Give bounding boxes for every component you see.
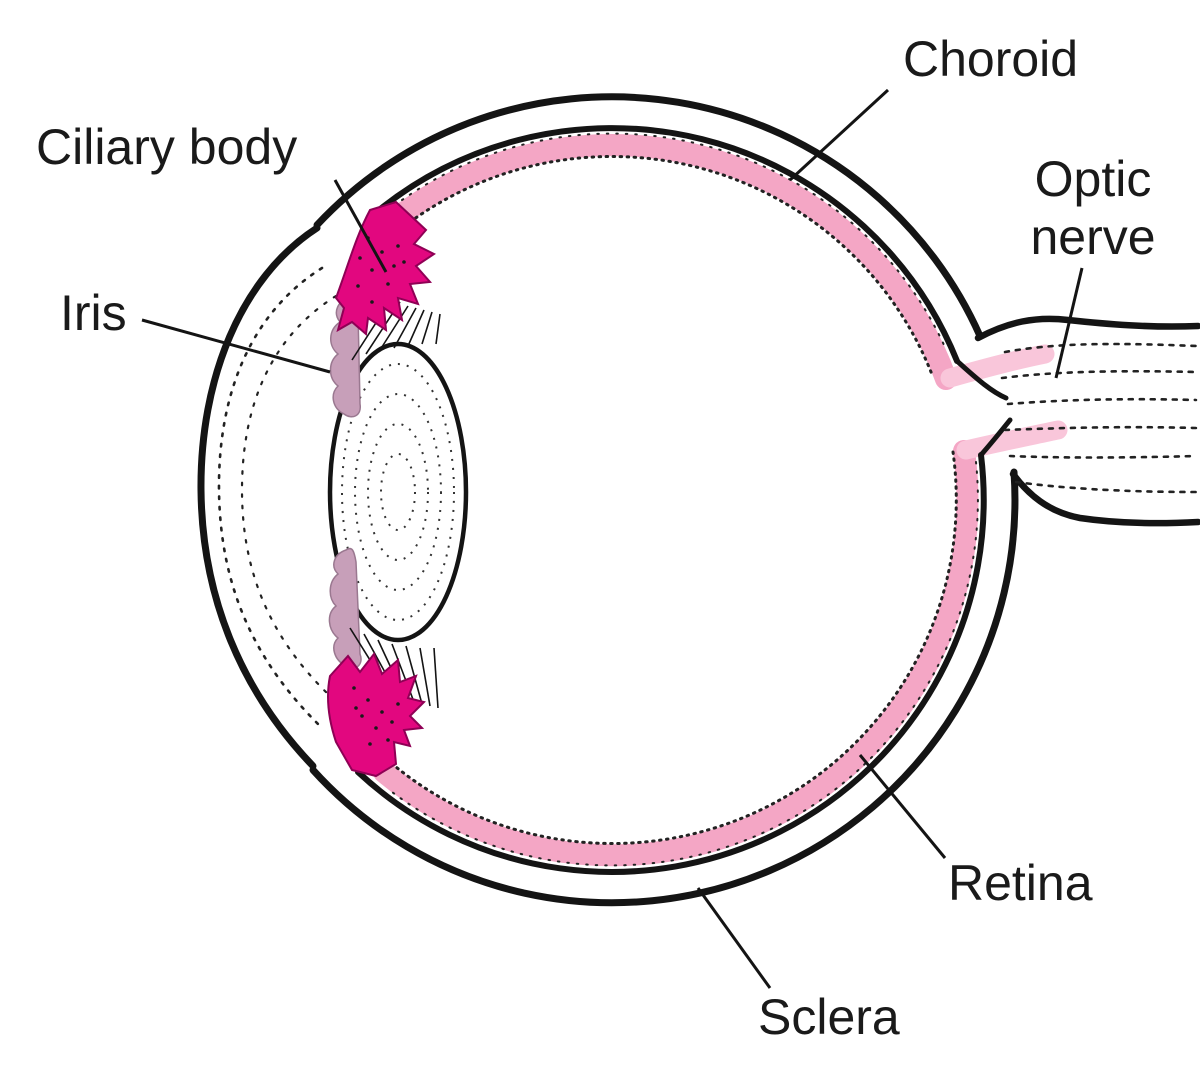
sclera-leader-line	[696, 887, 772, 989]
choroid-retina-band	[373, 132, 1068, 867]
retina-stipple-outer-bottom	[391, 461, 979, 867]
optic-nerve-head-lower	[978, 417, 1013, 458]
iris	[328, 294, 362, 669]
label-ciliary-body: Ciliary body	[36, 119, 297, 175]
iris-lower	[328, 547, 362, 669]
sclera-inner-bottom-arc	[355, 452, 987, 875]
lens	[327, 341, 469, 643]
lens-dotted-rings	[341, 363, 455, 621]
choroid-band-top	[387, 134, 957, 390]
label-iris: Iris	[60, 285, 127, 341]
cornea-stipple-arc-2	[240, 294, 338, 698]
optic-nerve-stub-upper	[940, 344, 1055, 388]
retina-stipple-outer-top	[401, 132, 945, 346]
label-sclera: Sclera	[758, 989, 900, 1045]
ciliary-body-leader-line	[333, 179, 388, 273]
labels: Choroid Optic nerve Ciliary body Iris Re…	[36, 31, 1156, 1045]
iris-leader-line	[141, 318, 331, 374]
sclera-outline	[197, 93, 1019, 907]
choroid-band-bottom	[373, 440, 979, 867]
retina-leader-line	[858, 754, 947, 859]
cornea-stipple	[217, 266, 338, 726]
choroid-leader-line	[788, 88, 890, 182]
optic-nerve-fibers	[1000, 342, 1198, 494]
retina-stipple-top	[408, 154, 935, 379]
label-optic-nerve-line2: nerve	[1030, 209, 1155, 265]
optic-nerve-head-upper	[954, 358, 1009, 401]
optic-nerve-leader-line	[1054, 267, 1084, 379]
cornea-stipple-arc-1	[217, 266, 324, 726]
retina-stipple-bottom	[394, 450, 958, 845]
optic-sheath-bottom	[1009, 470, 1200, 527]
sclera-inner-top-arc	[370, 125, 960, 364]
sclera-outer-top-arc	[313, 93, 984, 340]
ciliary-body-lower	[327, 652, 426, 778]
label-retina: Retina	[948, 855, 1093, 911]
label-choroid: Choroid	[903, 31, 1078, 87]
cornea-curve	[197, 224, 321, 770]
optic-nerve	[954, 315, 1200, 527]
ciliary-body	[327, 200, 436, 778]
optic-nerve-stub-lower	[956, 420, 1068, 460]
lens-outline	[327, 341, 469, 643]
sclera-outer-bottom-arc	[309, 468, 1019, 907]
optic-sheath-top	[974, 315, 1200, 342]
label-optic-nerve-line1: Optic	[1035, 151, 1152, 207]
